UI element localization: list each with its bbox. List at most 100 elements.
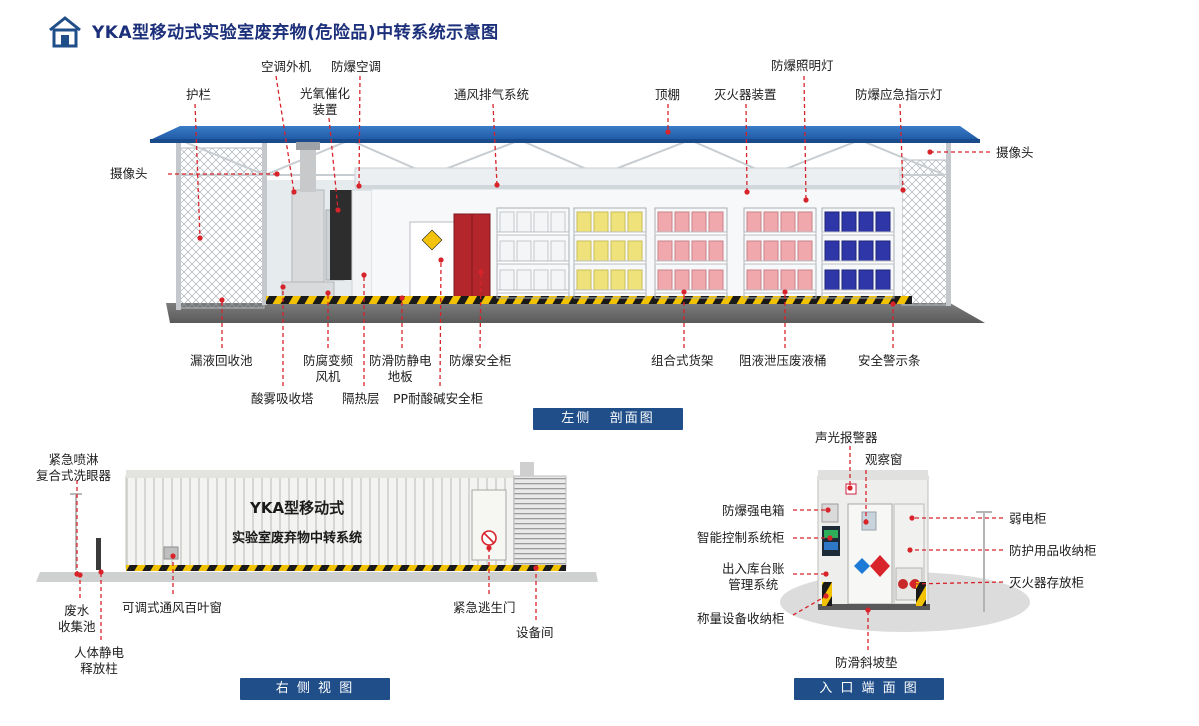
- label-ledger: 出入库台账 管理系统: [722, 561, 785, 592]
- shelf-board: [821, 289, 895, 294]
- label-guardrail: 护栏: [186, 87, 212, 102]
- leader-line: [479, 271, 482, 349]
- label-louver: 可调式通风百叶窗: [122, 600, 223, 615]
- leader-dot: [665, 129, 671, 135]
- leader-dot: [900, 187, 906, 193]
- shelf-board: [821, 260, 895, 265]
- label-escape-door: 紧急逃生门: [453, 600, 516, 615]
- leader-dot: [847, 485, 853, 491]
- leader-dot: [361, 272, 367, 278]
- leader-dot: [744, 189, 750, 195]
- waste-barrel: [657, 269, 673, 291]
- leader-dot: [823, 593, 829, 599]
- page-title: YKA型移动式实验室废弃物(危险品)中转系统示意图: [92, 23, 499, 43]
- leader-dot: [909, 581, 915, 587]
- ventilation-duct: [354, 167, 901, 187]
- label-leak-barrel: 阻液泄压废液桶: [739, 353, 827, 368]
- guardrail-fence-right: [901, 159, 951, 306]
- waste-barrel: [674, 211, 690, 233]
- leader-dot: [280, 284, 286, 290]
- label-emergency-light: 防爆应急指示灯: [855, 87, 943, 102]
- label-waste-pool: 废水 收集池: [58, 603, 96, 634]
- label-explosion-proof-ac: 防爆空调: [331, 59, 382, 74]
- leader-dot: [486, 545, 492, 551]
- waste-barrel: [499, 211, 515, 233]
- label-weak-box: 弱电柜: [1009, 511, 1047, 526]
- waste-barrel: [858, 240, 874, 262]
- waste-barrel: [875, 240, 891, 262]
- leader-dot: [865, 607, 871, 613]
- leader-dot: [863, 519, 869, 525]
- waste-barrel: [763, 211, 779, 233]
- leader-dot: [219, 297, 225, 303]
- label-fire-ext-device: 灭火器装置: [714, 87, 777, 102]
- waste-barrel: [824, 211, 840, 233]
- shelf-board: [496, 260, 570, 265]
- leader-line: [911, 581, 1004, 585]
- leader-dot: [170, 553, 176, 559]
- leader-dot: [927, 149, 933, 155]
- waste-barrel: [550, 269, 566, 291]
- container-title-1: YKA型移动式: [250, 499, 345, 517]
- waste-barrel: [841, 211, 857, 233]
- leader-dot: [399, 295, 405, 301]
- waste-barrel: [797, 269, 813, 291]
- waste-barrel: [674, 269, 690, 291]
- label-antistatic-floor: 防滑防静电 地板: [369, 353, 432, 384]
- leader-dot: [681, 289, 687, 295]
- leader-dot: [291, 189, 297, 195]
- waste-barrel: [499, 240, 515, 262]
- waste-barrel: [657, 211, 673, 233]
- insulation-layer: [351, 189, 373, 301]
- label-acid-tower: 酸雾吸收塔: [251, 391, 314, 406]
- waste-barrel: [875, 269, 891, 291]
- waste-barrel: [691, 211, 707, 233]
- waste-barrel: [516, 211, 532, 233]
- waste-barrel: [858, 269, 874, 291]
- waste-barrel: [824, 269, 840, 291]
- leader-dot: [98, 569, 104, 575]
- waste-barrel: [858, 211, 874, 233]
- waste-barrel: [708, 211, 724, 233]
- storage-shelves: [496, 207, 895, 299]
- leader-dot: [356, 183, 362, 189]
- waste-barrel: [516, 240, 532, 262]
- leader-dot: [890, 301, 896, 307]
- waste-barrel: [841, 240, 857, 262]
- waste-barrel: [708, 240, 724, 262]
- label-ramp: 防滑斜坡垫: [835, 655, 898, 670]
- shelf-board: [573, 289, 647, 294]
- leader-line: [439, 259, 442, 387]
- pp-acid-cabinet: [409, 221, 455, 299]
- label-strong-box: 防爆强电箱: [722, 503, 785, 518]
- leader-dot: [325, 290, 331, 296]
- waste-barrel: [499, 269, 515, 291]
- acid-tower: [291, 189, 325, 299]
- entrance-view-drawing: [780, 470, 1030, 632]
- label-camera-left: 摄像头: [110, 166, 148, 181]
- label-leak-pool: 漏液回收池: [190, 353, 253, 368]
- view-label-left-section: 左侧 剖面图: [533, 408, 683, 430]
- shelf-frame: [821, 207, 895, 299]
- side-warning-strip: [126, 565, 566, 571]
- waste-barrel: [674, 240, 690, 262]
- waste-barrel: [610, 211, 626, 233]
- label-alarm: 声光报警器: [815, 430, 878, 445]
- leader-dot: [533, 565, 539, 571]
- label-ventilation: 通风排气系统: [454, 87, 530, 102]
- waste-barrel: [691, 240, 707, 262]
- leader-line: [899, 103, 904, 191]
- strong-power-box: [821, 503, 839, 523]
- label-scale-cabinet: 称量设备收纳柜: [697, 611, 785, 626]
- waste-barrel: [550, 240, 566, 262]
- waste-barrel: [708, 269, 724, 291]
- shelf-frame: [573, 207, 647, 299]
- leader-line: [745, 103, 748, 193]
- label-window: 观察窗: [865, 452, 903, 467]
- leader-dot: [823, 571, 829, 577]
- static-pole: [96, 538, 101, 570]
- waste-barrel: [576, 211, 592, 233]
- label-shower: 紧急喷淋 复合式洗眼器: [36, 452, 112, 483]
- waste-barrel: [746, 211, 762, 233]
